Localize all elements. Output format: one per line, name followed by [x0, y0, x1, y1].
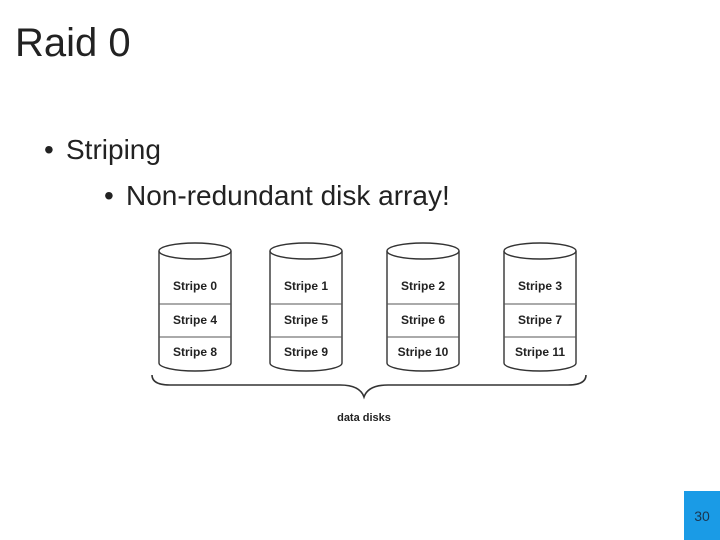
disk-top — [387, 243, 459, 259]
disk-1: Stripe 1 Stripe 5 Stripe 9 — [270, 243, 342, 371]
stripe-label: Stripe 10 — [398, 345, 449, 359]
bullet-text-non-redundant: Non-redundant disk array! — [126, 180, 450, 211]
disk-3: Stripe 3 Stripe 7 Stripe 11 — [504, 243, 576, 371]
stripe-label: Stripe 4 — [173, 313, 217, 327]
bullet-level-2: •Non-redundant disk array! — [104, 178, 450, 214]
bullet-icon: • — [104, 178, 126, 214]
stripe-label: Stripe 2 — [401, 279, 445, 293]
stripe-label: Stripe 5 — [284, 313, 328, 327]
stripe-label: Stripe 1 — [284, 279, 328, 293]
bullet-icon: • — [44, 132, 66, 168]
stripe-label: Stripe 8 — [173, 345, 217, 359]
stripe-label: Stripe 0 — [173, 279, 217, 293]
disk-0: Stripe 0 Stripe 4 Stripe 8 — [159, 243, 231, 371]
stripe-label: Stripe 6 — [401, 313, 445, 327]
stripe-label: Stripe 7 — [518, 313, 562, 327]
data-disks-label: data disks — [337, 412, 391, 424]
bullet-text-striping: Striping — [66, 134, 161, 165]
stripe-label: Stripe 3 — [518, 279, 562, 293]
stripe-label: Stripe 11 — [515, 345, 565, 359]
page-number: 30 — [684, 491, 720, 540]
bullet-level-1: •Striping — [44, 132, 161, 168]
slide-title: Raid 0 — [15, 18, 131, 68]
disk-top — [504, 243, 576, 259]
disk-top — [159, 243, 231, 259]
disk-2: Stripe 2 Stripe 6 Stripe 10 — [387, 243, 459, 371]
data-disks-brace — [152, 375, 586, 397]
raid0-diagram: Stripe 0 Stripe 4 Stripe 8 Stripe 1 Stripe 5… — [140, 235, 600, 430]
stripe-label: Stripe 9 — [284, 345, 328, 359]
disk-top — [270, 243, 342, 259]
